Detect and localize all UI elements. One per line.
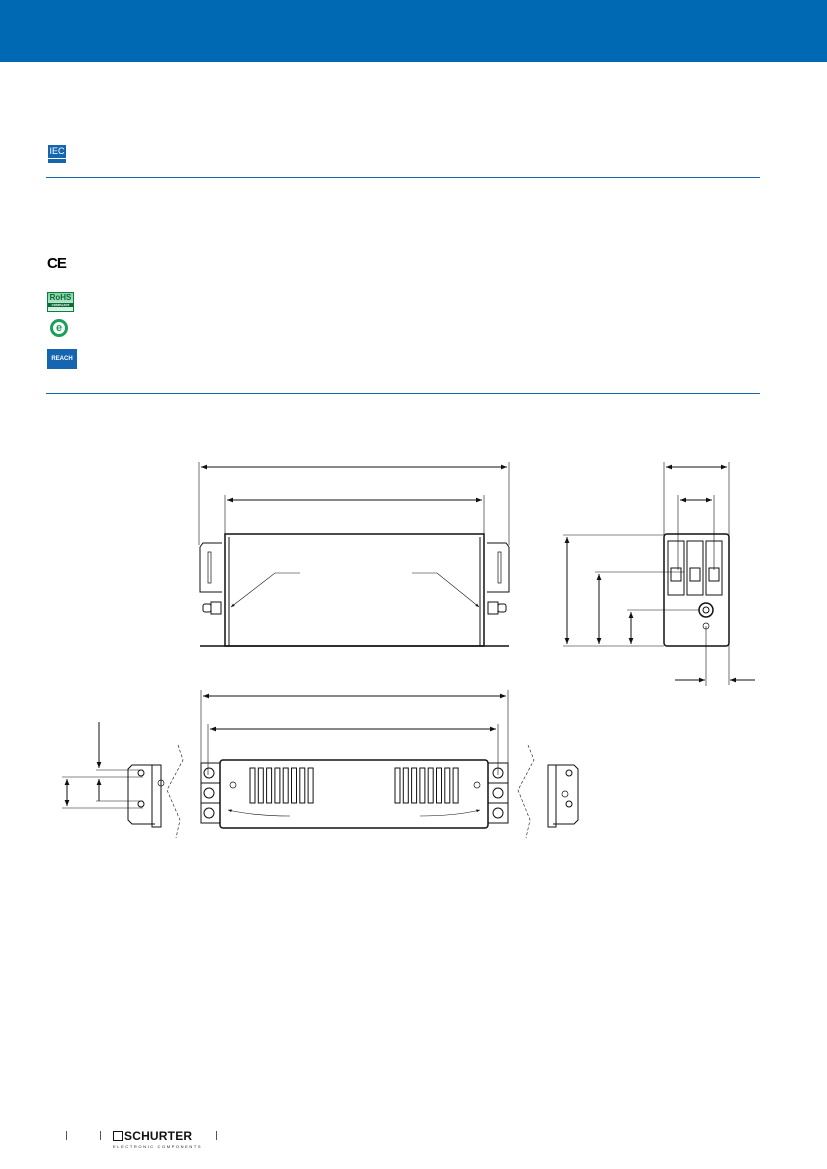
vent-slot — [444, 767, 451, 804]
terminals-right — [487, 762, 509, 824]
vent-slot — [411, 767, 418, 804]
iec-icon: IEC — [48, 145, 66, 163]
header-band — [0, 0, 827, 62]
schurter-logo: SCHURTER — [113, 1129, 192, 1143]
vent-slot — [257, 767, 264, 804]
left-mount-bracket — [127, 764, 155, 825]
logo-subtitle: ELECTRONIC COMPONENTS — [113, 1144, 203, 1149]
vent-slot — [307, 767, 314, 804]
vent-slot — [266, 767, 273, 804]
footer-separator — [100, 1131, 101, 1140]
vent-slot — [427, 767, 434, 804]
vent-slot — [402, 767, 409, 804]
vent-slot — [249, 767, 256, 804]
ground-screw — [698, 602, 714, 618]
right-bolt — [497, 603, 507, 613]
vent-slot — [282, 767, 289, 804]
left-bracket — [199, 542, 222, 593]
vent-slots-left — [249, 767, 314, 804]
terminals-left — [200, 762, 221, 824]
filter-body — [224, 533, 485, 647]
reach-icon: REACH — [47, 349, 77, 369]
vent-slot — [274, 767, 281, 804]
vent-slot — [394, 767, 401, 804]
vent-slot — [291, 767, 297, 804]
side-view — [198, 462, 510, 647]
footer-separator — [66, 1131, 67, 1140]
vent-slot — [419, 767, 426, 804]
end-view — [563, 462, 755, 686]
left-bolt — [202, 603, 212, 613]
china-rohs-icon: e — [50, 319, 68, 337]
footer-separator — [216, 1131, 217, 1140]
right-mount-bracket — [553, 764, 579, 825]
section-divider — [46, 393, 760, 394]
section-divider — [46, 177, 760, 178]
vent-slot — [436, 767, 442, 804]
vent-slot — [299, 767, 306, 804]
ce-icon: CE — [47, 255, 67, 272]
top-view — [62, 690, 579, 839]
vent-slot — [452, 767, 459, 804]
vent-slots-right — [394, 767, 459, 804]
right-bracket — [487, 542, 510, 593]
